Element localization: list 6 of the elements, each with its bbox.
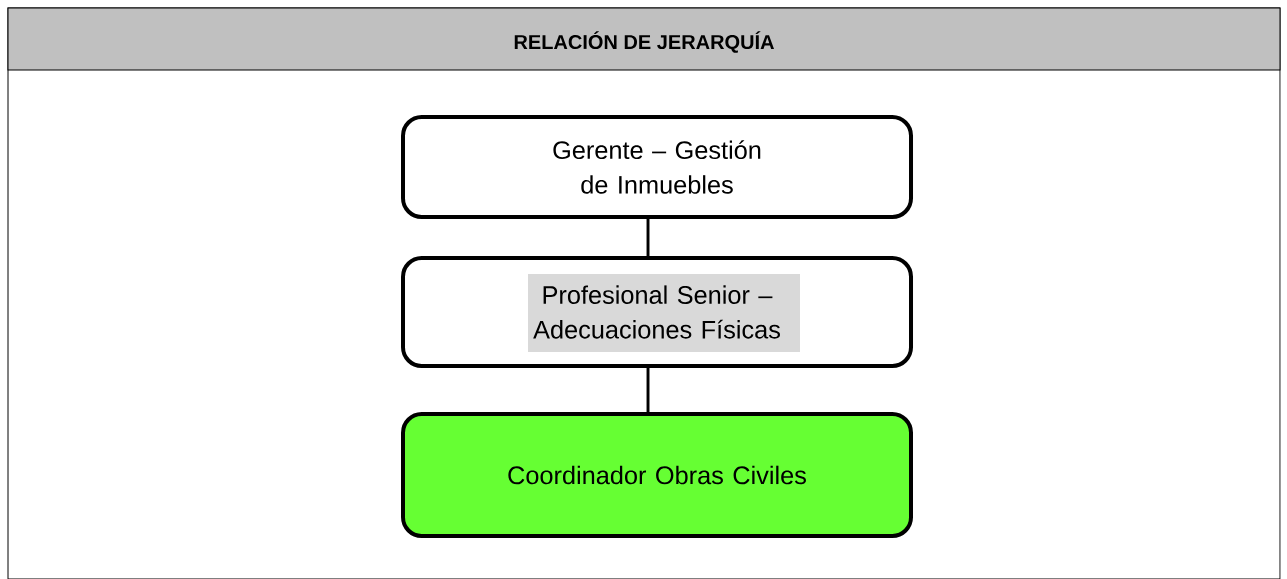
connector-line (646, 217, 650, 258)
connector-line (646, 366, 650, 414)
header-band: RELACIÓN DE JERARQUÍA (7, 7, 1281, 71)
role-box: Gerente – Gestión de Inmuebles (401, 115, 913, 219)
role-box: Coordinador Obras Civiles (401, 412, 913, 538)
role-box: Profesional Senior – Adecuaciones Físicas (401, 256, 913, 368)
